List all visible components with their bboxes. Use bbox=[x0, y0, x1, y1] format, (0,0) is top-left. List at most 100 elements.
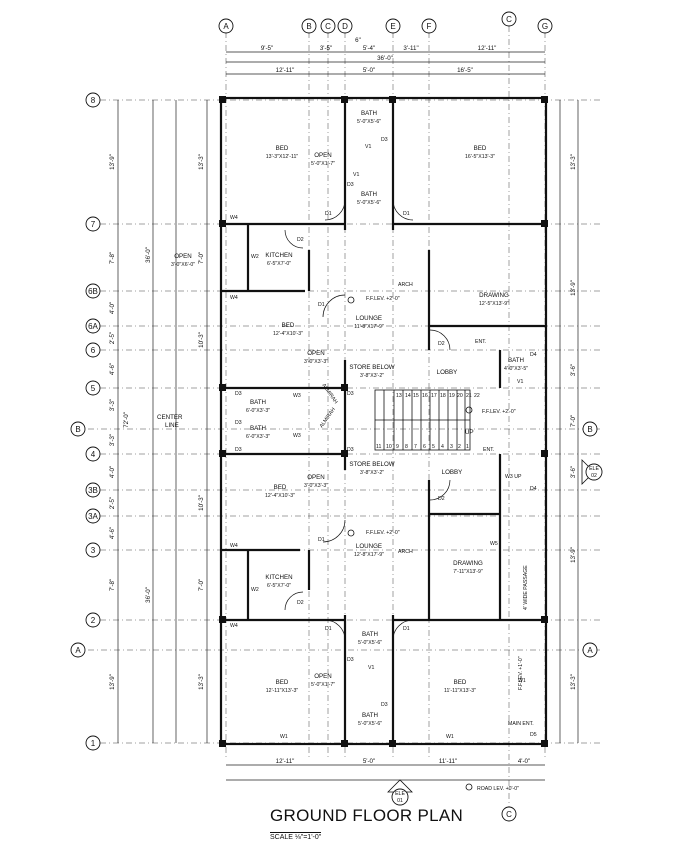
stair-number: 4 bbox=[441, 444, 444, 450]
room-name: BATH bbox=[361, 191, 377, 198]
stair-number: 22 bbox=[474, 393, 480, 399]
dim-text: 9'-5" bbox=[261, 45, 273, 52]
stair-number: 10 bbox=[386, 444, 392, 450]
dim-text: 7'-8" bbox=[109, 579, 116, 591]
ent-label: ENT. bbox=[475, 339, 486, 345]
room-name: STORE BELOW bbox=[349, 461, 394, 468]
ffl-label: F.F.LEV. +2'-0" bbox=[482, 409, 516, 415]
window-tag: W4 bbox=[230, 543, 238, 549]
dim-text: 4'-6" bbox=[109, 527, 116, 539]
room-size: 16'-5"X13'-3" bbox=[465, 154, 495, 160]
window-tag: W2 bbox=[251, 587, 259, 593]
main-entrance-label: MAIN ENT. bbox=[508, 721, 534, 727]
center-line-label: LINE bbox=[165, 422, 179, 429]
grid-row-label: 3B bbox=[88, 486, 98, 495]
dim-text: 7'-0" bbox=[198, 579, 205, 591]
right-dimensions: 13'-3" 13'-9" 3'-6" 7'-0" 3'-6" 13'-9" 1… bbox=[559, 100, 579, 743]
window-tag: W3 UP bbox=[505, 474, 522, 480]
door-tag: D1 bbox=[318, 302, 325, 308]
room-name: OPEN bbox=[174, 253, 192, 260]
vent-tag: V1 bbox=[365, 144, 371, 150]
window-tag: W3 bbox=[293, 433, 301, 439]
dim-text: 3'-6" bbox=[570, 466, 577, 478]
stair-number: 18 bbox=[440, 393, 446, 399]
door-tag: D1 bbox=[325, 211, 332, 217]
stair-number: 8 bbox=[405, 444, 408, 450]
dim-text: 4'-0" bbox=[109, 302, 116, 314]
stair-number: 14 bbox=[405, 393, 411, 399]
dim-text: 5'-0" bbox=[363, 67, 375, 74]
room-size: 5'-0"X5'-6" bbox=[358, 640, 382, 646]
grid-col-label: C bbox=[325, 22, 331, 31]
stair-number: 9 bbox=[396, 444, 399, 450]
grid-col-label: C bbox=[506, 15, 512, 24]
grid-col-label: E bbox=[390, 22, 395, 31]
door-tag: D3 bbox=[347, 447, 354, 453]
room-size: 7'-11"X13'-9" bbox=[453, 569, 483, 575]
room-name: DRAWING bbox=[479, 292, 509, 299]
door-tag: D4 bbox=[530, 486, 537, 492]
grid-row-label: 6B bbox=[88, 287, 98, 296]
door-tag: D3 bbox=[347, 391, 354, 397]
room-size: 12'-8"X17'-9" bbox=[354, 552, 384, 558]
room-name: BATH bbox=[508, 357, 524, 364]
room-name: BATH bbox=[250, 425, 266, 432]
room-name: OPEN bbox=[314, 673, 332, 680]
dim-text: 6" bbox=[355, 37, 361, 44]
room-name: BED bbox=[454, 679, 467, 686]
room-name: BATH bbox=[362, 712, 378, 719]
window-tag: W1 bbox=[280, 734, 288, 740]
grid-row-label: 4 bbox=[91, 450, 96, 459]
bottom-dimensions: 12'-11" 5'-0" 11'-11" 4'-0" bbox=[226, 758, 545, 781]
elevation-marker-label: 02 bbox=[591, 473, 597, 479]
dim-text: 13'-9" bbox=[570, 547, 577, 563]
stair-number: 11 bbox=[376, 444, 381, 450]
center-line-label: CENTER bbox=[157, 414, 183, 421]
door-tag: D3 bbox=[347, 182, 354, 188]
left-dimensions: 72'-0" 36'-0" 36'-0" 13'-9" 7'-8" 4'-0" … bbox=[109, 100, 208, 743]
dim-text: 4'-6" bbox=[109, 363, 116, 375]
grid-row-label: 2 bbox=[91, 616, 96, 625]
title-block: GROUND FLOOR PLAN SCALE ⅛"=1'-0" bbox=[270, 806, 470, 844]
room-size: 11'-11"X13'-3" bbox=[444, 688, 476, 694]
door-tag: D3 bbox=[381, 702, 388, 708]
door-tag: D3 bbox=[235, 391, 242, 397]
dim-text: 7'-8" bbox=[109, 252, 116, 264]
room-size: 12'-4"X10'-3" bbox=[273, 331, 303, 337]
room-size: 6'-5"X7'-0" bbox=[267, 583, 291, 589]
grid-col-label: A bbox=[223, 22, 229, 31]
dim-text: 7'-0" bbox=[570, 415, 577, 427]
room-size: 3'-0"X6'-0" bbox=[171, 262, 195, 268]
arch-label: ARCH bbox=[398, 549, 413, 555]
dim-text: 7'-0" bbox=[198, 252, 205, 264]
road-level-label: ROAD LEV. +0'-0" bbox=[477, 786, 519, 792]
room-name: BATH bbox=[250, 399, 266, 406]
room-size: 12'-5"X13'-9" bbox=[479, 301, 509, 307]
dim-text: 3'-11" bbox=[403, 45, 418, 52]
top-dimensions: 9'-5" 3'-5" 6" 5'-4" 3'-11" 12'-11" 36'-… bbox=[226, 37, 545, 75]
grid-row-label: 6A bbox=[88, 322, 98, 331]
window-tag: W1 bbox=[446, 734, 454, 740]
room-name: LOBBY bbox=[437, 369, 458, 376]
room-size: 6'-5"X7'-0" bbox=[267, 261, 291, 267]
grid-col-label: G bbox=[542, 22, 548, 31]
door-tag: D4 bbox=[530, 352, 537, 358]
column-grid-bubbles: A B C D E F C G C bbox=[218, 11, 553, 822]
room-name: OPEN bbox=[307, 350, 325, 357]
dim-text: 3'-5" bbox=[320, 45, 332, 52]
room-name: OPEN bbox=[307, 474, 325, 481]
arch-label: ARCH bbox=[398, 282, 413, 288]
dim-text: 4'-0" bbox=[109, 466, 116, 478]
stair-number: 16 bbox=[422, 393, 428, 399]
stair-number: 2 bbox=[458, 444, 461, 450]
door-tag: D3 bbox=[381, 137, 388, 143]
dim-text: 11'-11" bbox=[439, 758, 457, 765]
room-name: DRAWING bbox=[453, 560, 483, 567]
dim-text: 10'-3" bbox=[198, 495, 205, 511]
elevation-marker-label: ELE bbox=[395, 791, 405, 797]
dim-text: 12'-11" bbox=[276, 758, 295, 765]
dim-text: 12'-11" bbox=[478, 45, 497, 52]
room-name: LOUNGE bbox=[356, 543, 382, 550]
grid-row-label: A bbox=[75, 646, 81, 655]
